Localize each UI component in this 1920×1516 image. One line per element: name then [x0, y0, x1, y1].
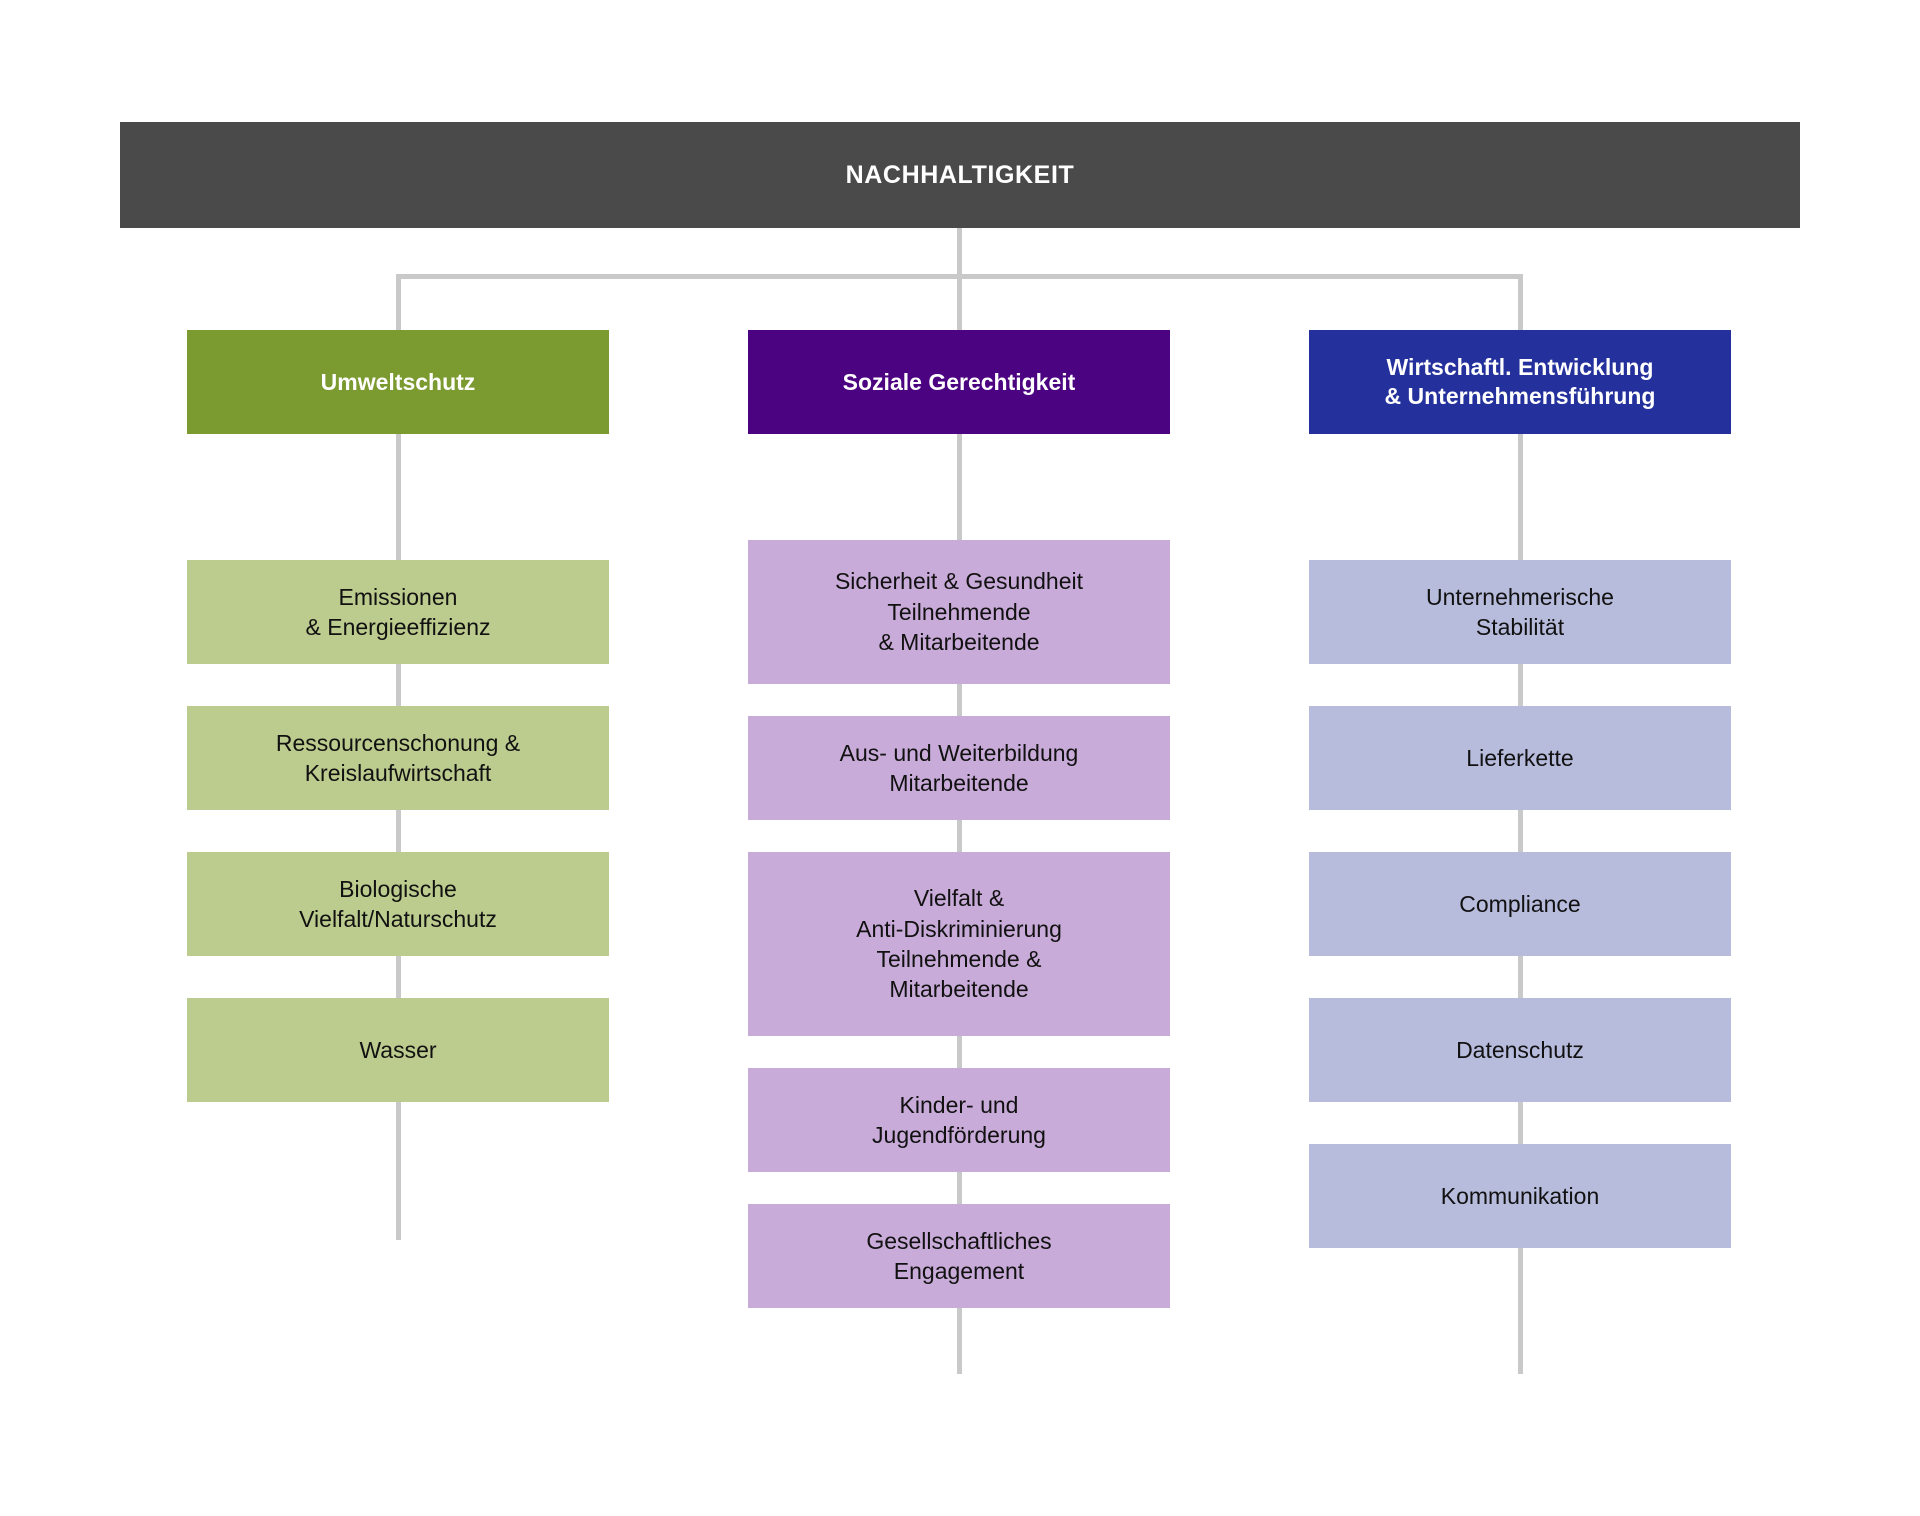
- category-header-umweltschutz[interactable]: Umweltschutz: [187, 330, 609, 434]
- item-label: Vielfalt & Anti-Diskriminierung Teilnehm…: [856, 885, 1062, 1003]
- column-soziale-gerechtigkeit: Soziale Gerechtigkeit Sicherheit & Gesun…: [748, 330, 1170, 1308]
- connector-spine-column-1: [396, 434, 401, 1240]
- item-label: Wasser: [359, 1036, 437, 1063]
- item-label: Kinder- und Jugendförderung: [872, 1091, 1046, 1148]
- item-vielfalt-anti-diskriminierung[interactable]: Vielfalt & Anti-Diskriminierung Teilnehm…: [748, 852, 1170, 1036]
- category-header-label: Umweltschutz: [320, 368, 476, 395]
- item-biologische-vielfalt-naturschutz[interactable]: Biologische Vielfalt/Naturschutz: [187, 852, 609, 956]
- item-label: Sicherheit & Gesundheit Teilnehmende & M…: [834, 568, 1084, 656]
- item-unternehmerische-stabilitaet[interactable]: Unternehmerische Stabilität: [1309, 560, 1731, 664]
- item-sicherheit-gesundheit[interactable]: Sicherheit & Gesundheit Teilnehmende & M…: [748, 540, 1170, 684]
- item-gesellschaftliches-engagement[interactable]: Gesellschaftliches Engagement: [748, 1204, 1170, 1308]
- item-ressourcenschonung-kreislaufwirtschaft[interactable]: Ressourcenschonung & Kreislaufwirtschaft: [187, 706, 609, 810]
- item-label: Lieferkette: [1466, 744, 1574, 771]
- item-kinder-und-jugendfoerderung[interactable]: Kinder- und Jugendförderung: [748, 1068, 1170, 1172]
- item-datenschutz[interactable]: Datenschutz: [1309, 998, 1731, 1102]
- connector-drop-column-2: [957, 274, 962, 334]
- item-label: Biologische Vielfalt/Naturschutz: [299, 875, 497, 932]
- column-umweltschutz: Umweltschutz Emissionen & Energieeffizie…: [187, 330, 609, 1102]
- category-header-label: Soziale Gerechtigkeit: [842, 368, 1076, 395]
- item-label: Compliance: [1459, 890, 1581, 917]
- connector-drop-column-3: [1518, 274, 1523, 334]
- item-label: Datenschutz: [1456, 1036, 1584, 1063]
- item-compliance[interactable]: Compliance: [1309, 852, 1731, 956]
- connector-drop-column-1: [396, 274, 401, 334]
- item-label: Gesellschaftliches Engagement: [866, 1227, 1052, 1284]
- item-label: Emissionen & Energieeffizienz: [305, 583, 491, 640]
- item-label: Kommunikation: [1440, 1182, 1600, 1209]
- item-label: Unternehmerische Stabilität: [1426, 583, 1614, 640]
- connector-trunk-vertical: [957, 228, 962, 278]
- item-emissionen-energieeffizienz[interactable]: Emissionen & Energieeffizienz: [187, 560, 609, 664]
- category-header-wirtschaftliche-entwicklung[interactable]: Wirtschaftl. Entwicklung & Unternehmensf…: [1309, 330, 1731, 434]
- category-header-label: Wirtschaftl. Entwicklung & Unternehmensf…: [1384, 354, 1656, 409]
- item-lieferkette[interactable]: Lieferkette: [1309, 706, 1731, 810]
- column-wirtschaftliche-entwicklung: Wirtschaftl. Entwicklung & Unternehmensf…: [1309, 330, 1731, 1248]
- category-header-soziale-gerechtigkeit[interactable]: Soziale Gerechtigkeit: [748, 330, 1170, 434]
- item-label: Ressourcenschonung & Kreislaufwirtschaft: [275, 729, 521, 786]
- item-aus-und-weiterbildung[interactable]: Aus- und Weiterbildung Mitarbeitende: [748, 716, 1170, 820]
- item-wasser[interactable]: Wasser: [187, 998, 609, 1102]
- item-kommunikation[interactable]: Kommunikation: [1309, 1144, 1731, 1248]
- root-node-nachhaltigkeit: NACHHALTIGKEIT: [120, 122, 1800, 228]
- item-label: Aus- und Weiterbildung Mitarbeitende: [839, 739, 1079, 796]
- root-node-label: NACHHALTIGKEIT: [845, 160, 1075, 189]
